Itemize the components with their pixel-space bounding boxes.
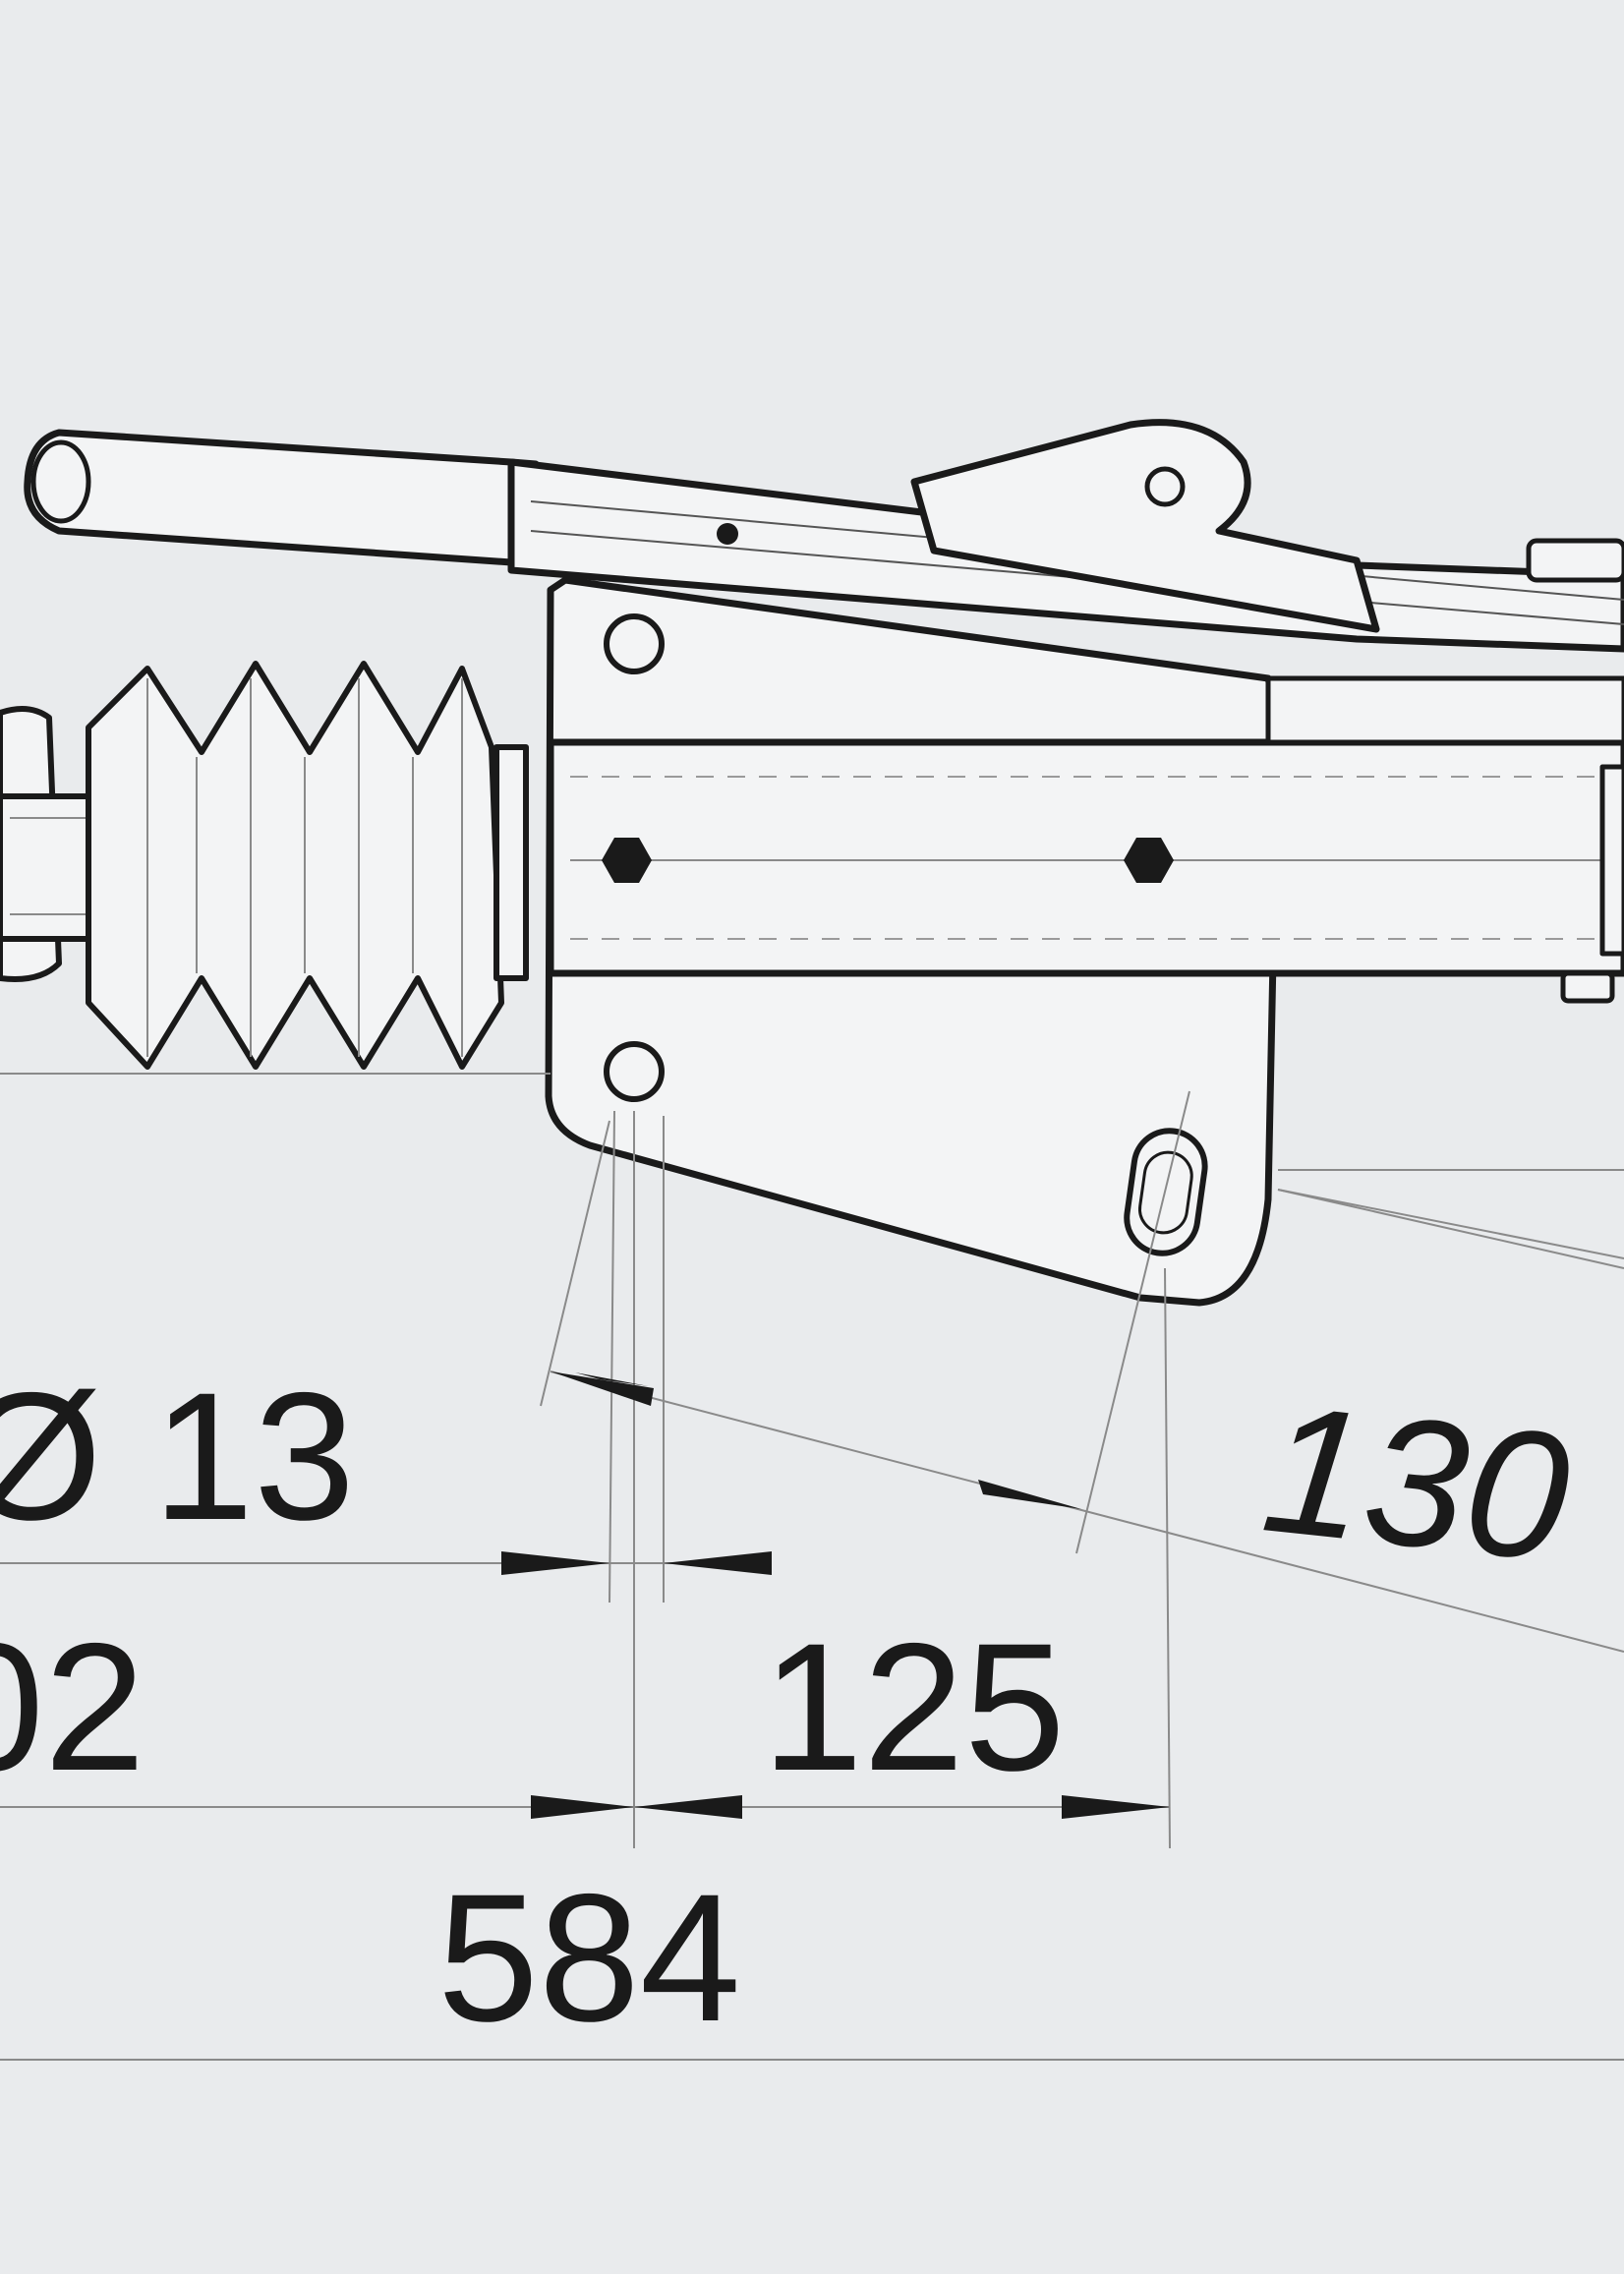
dimension-130: 130	[1254, 1368, 1578, 1601]
dimension-partial-left: 02	[0, 1606, 145, 1809]
bolt-head-left	[602, 838, 652, 883]
dimension-hole-diameter: Ø 13	[0, 1356, 355, 1558]
bellows	[86, 661, 529, 1070]
bolt-head-right	[1124, 838, 1174, 883]
dimension-lines	[0, 1073, 1624, 2061]
upper-mount-hole	[604, 613, 665, 674]
dimension-584: 584	[437, 1857, 741, 2060]
pivot-bracket	[910, 419, 1380, 633]
lever-rivet	[717, 523, 738, 545]
lower-mount-hole	[604, 1041, 665, 1102]
drawbar-tube	[547, 738, 1624, 977]
dimension-125: 125	[762, 1606, 1066, 1809]
right-mechanism	[1265, 538, 1624, 1259]
